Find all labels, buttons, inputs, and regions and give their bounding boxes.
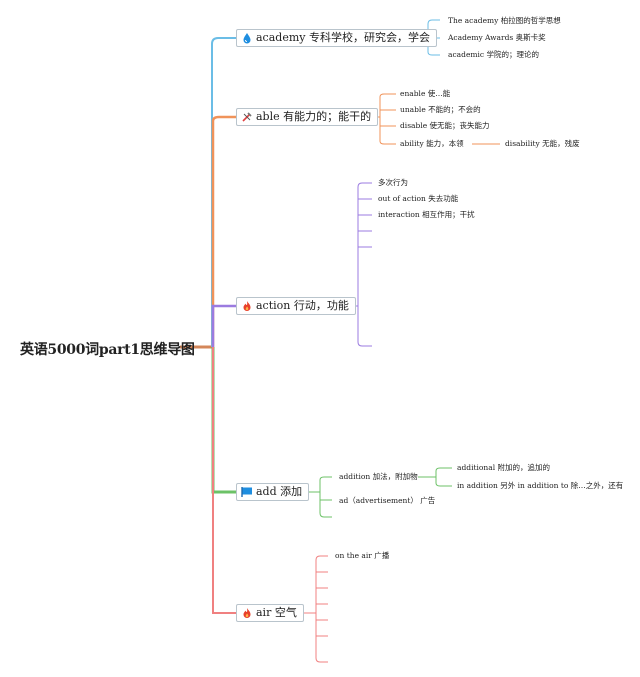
leaf-able-4-1[interactable]: disability 无能，残废 bbox=[505, 139, 580, 148]
topic-label: able 有能力的；能干的 bbox=[256, 110, 372, 123]
root-title[interactable]: 英语5000词part1思维导图 bbox=[20, 342, 195, 358]
leaf-able-4[interactable]: ability 能力，本领 bbox=[400, 139, 464, 148]
leaf-able-1[interactable]: enable 使…能 bbox=[400, 89, 451, 98]
spine-able bbox=[211, 115, 236, 347]
leaf-action-1[interactable]: 多次行为 bbox=[378, 178, 408, 187]
leaf-academy-1[interactable]: The academy 柏拉图的哲学思想 bbox=[448, 16, 561, 25]
topic-label: academy 专科学校，研究会，学会 bbox=[256, 31, 430, 44]
leaf-academy-2[interactable]: Academy Awards 奥斯卡奖 bbox=[448, 33, 546, 42]
spine-air bbox=[212, 347, 236, 614]
flag-icon bbox=[241, 486, 253, 498]
water-drop-icon bbox=[241, 32, 253, 44]
topic-academy[interactable]: academy 专科学校，研究会，学会 bbox=[236, 29, 437, 47]
topic-action[interactable]: action 行动，功能 bbox=[236, 297, 356, 315]
topic-air[interactable]: air 空气 bbox=[236, 604, 304, 622]
topic-label: air 空气 bbox=[256, 606, 297, 619]
topic-label: add 添加 bbox=[256, 485, 303, 498]
add-edges bbox=[305, 467, 452, 518]
fire-icon bbox=[241, 300, 253, 312]
leaf-add-1[interactable]: addition 加法，附加物 bbox=[339, 472, 418, 481]
leaf-academy-3[interactable]: academic 学院的；理论的 bbox=[448, 50, 539, 59]
topic-able[interactable]: able 有能力的；能干的 bbox=[236, 108, 379, 126]
leaf-action-3[interactable]: interaction 相互作用；干扰 bbox=[378, 210, 475, 219]
leaf-air-1[interactable]: on the air 广播 bbox=[335, 551, 390, 560]
able-edges bbox=[364, 93, 500, 145]
leaf-able-2[interactable]: unable 不能的；不会的 bbox=[400, 105, 481, 114]
spine-academy bbox=[211, 37, 236, 347]
leaf-able-3[interactable]: disable 使无能；丧失能力 bbox=[400, 121, 490, 130]
fire-icon bbox=[241, 607, 253, 619]
leaf-add-1-1[interactable]: additional 附加的，追加的 bbox=[457, 463, 550, 472]
tools-icon bbox=[241, 111, 253, 123]
action-edges bbox=[342, 182, 372, 347]
leaf-add-1-2[interactable]: in addition 另外 in addition to 除…之外，还有 bbox=[457, 481, 624, 490]
spine-add bbox=[211, 347, 236, 494]
leaf-action-2[interactable]: out of action 失去功能 bbox=[378, 194, 459, 203]
topic-label: action 行动，功能 bbox=[256, 299, 349, 312]
spine-action bbox=[211, 304, 236, 347]
leaf-add-2[interactable]: ad（advertisement） 广告 bbox=[339, 496, 436, 505]
air-edges bbox=[300, 555, 328, 663]
topic-add[interactable]: add 添加 bbox=[236, 483, 310, 501]
